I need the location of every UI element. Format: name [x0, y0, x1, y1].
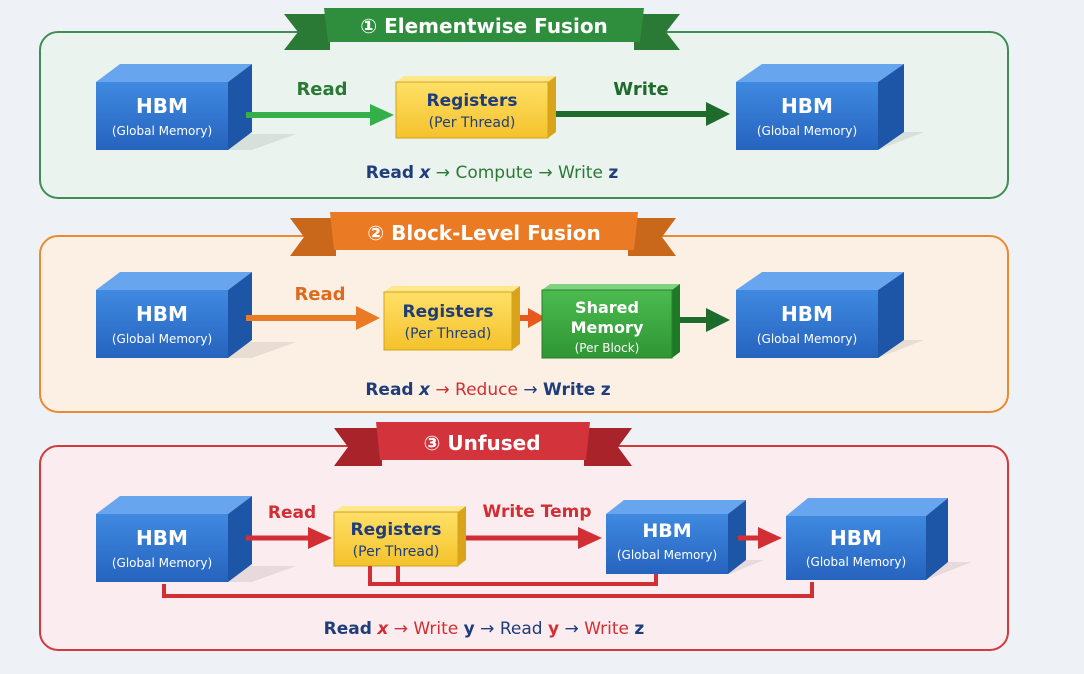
- ribbon-body: [330, 212, 638, 250]
- hbm-subtitle: (Global Memory): [112, 556, 212, 570]
- banner-title: ② Block-Level Fusion: [367, 221, 601, 245]
- read-label: Read: [294, 284, 345, 305]
- inner-connector: [368, 566, 658, 586]
- hbm-title: HBM: [830, 526, 882, 550]
- section-unfused: ③ Unfused HBM (Global Memory) Read Regis…: [39, 422, 1009, 651]
- shared-memory-block: Shared Memory (Per Block): [541, 284, 680, 359]
- banner-title: ③ Unfused: [423, 431, 540, 455]
- banner-title: ① Elementwise Fusion: [360, 14, 608, 38]
- section-banner: ① Elementwise Fusion: [284, 8, 680, 50]
- ribbon-body: [376, 422, 590, 460]
- registers-title: Registers: [351, 520, 442, 540]
- read-arrow: [246, 527, 332, 549]
- ribbon-body: [324, 8, 644, 42]
- hbm-middle-block: HBM (Global Memory): [606, 500, 764, 574]
- shared-to-hbm-arrow: [680, 308, 730, 332]
- hbm-left-block: HBM (Global Memory): [96, 496, 296, 582]
- registers-subtitle: (Per Thread): [353, 544, 440, 560]
- hbm-title: HBM: [136, 94, 188, 118]
- hbm-right-block: HBM (Global Memory): [786, 498, 972, 580]
- flow-caption: Read x → Write y → Read y → Write z: [324, 619, 645, 639]
- section-banner: ③ Unfused: [334, 422, 632, 466]
- write-temp-arrow: [466, 527, 602, 549]
- hbm-subtitle: (Global Memory): [757, 332, 857, 346]
- hbm-subtitle: (Global Memory): [617, 548, 717, 562]
- registers-block: Registers (Per Thread): [333, 506, 466, 567]
- shared-subtitle: (Per Block): [575, 341, 640, 355]
- hbm-subtitle: (Global Memory): [757, 124, 857, 138]
- write-label: Write: [613, 79, 668, 100]
- read-arrow: [246, 306, 380, 330]
- ribbon-tail-left: [334, 428, 382, 466]
- flow-caption: Read x → Reduce → Write z: [365, 380, 610, 400]
- section-banner: ② Block-Level Fusion: [290, 212, 676, 256]
- hbm-title: HBM: [136, 302, 188, 326]
- outer-connector: [162, 582, 814, 598]
- write-temp-label: Write Temp: [483, 502, 592, 522]
- hbm-right-block: HBM (Global Memory): [736, 272, 924, 358]
- section-block-level: ② Block-Level Fusion HBM (Global Memory)…: [39, 212, 1009, 413]
- registers-block: Registers (Per Thread): [395, 76, 556, 139]
- ribbon-tail-left: [284, 14, 330, 50]
- hbm-left-block: HBM (Global Memory): [96, 272, 296, 358]
- hbm-title: HBM: [642, 520, 691, 542]
- readback-connectors: [162, 566, 814, 598]
- write-arrow: [556, 102, 730, 126]
- hbm-to-hbm-arrow: [738, 527, 782, 549]
- hbm-right-block: HBM (Global Memory): [736, 64, 924, 150]
- ribbon-tail-right: [628, 218, 676, 256]
- registers-subtitle: (Per Thread): [405, 326, 492, 342]
- hbm-left-block: HBM (Global Memory): [96, 64, 296, 150]
- shared-title-line1: Shared: [575, 298, 639, 317]
- hbm-title: HBM: [136, 526, 188, 550]
- hbm-subtitle: (Global Memory): [112, 332, 212, 346]
- ribbon-tail-right: [584, 428, 632, 466]
- hbm-title: HBM: [781, 94, 833, 118]
- ribbon-tail-right: [634, 14, 680, 50]
- ribbon-tail-left: [290, 218, 336, 256]
- shared-title-line2: Memory: [571, 318, 644, 337]
- read-arrow: [246, 104, 394, 126]
- read-label: Read: [296, 79, 347, 100]
- hbm-subtitle: (Global Memory): [806, 555, 906, 569]
- flow-caption: Read x → Compute → Write z: [366, 163, 619, 183]
- registers-subtitle: (Per Thread): [429, 115, 516, 131]
- hbm-title: HBM: [781, 302, 833, 326]
- hbm-subtitle: (Global Memory): [112, 124, 212, 138]
- registers-block: Registers (Per Thread): [383, 286, 520, 351]
- read-label: Read: [268, 503, 316, 523]
- registers-to-shared-arrow: [520, 308, 546, 328]
- section-elementwise: ① Elementwise Fusion HBM (Global Memory)…: [39, 8, 1009, 199]
- registers-title: Registers: [427, 91, 518, 111]
- registers-title: Registers: [403, 302, 494, 322]
